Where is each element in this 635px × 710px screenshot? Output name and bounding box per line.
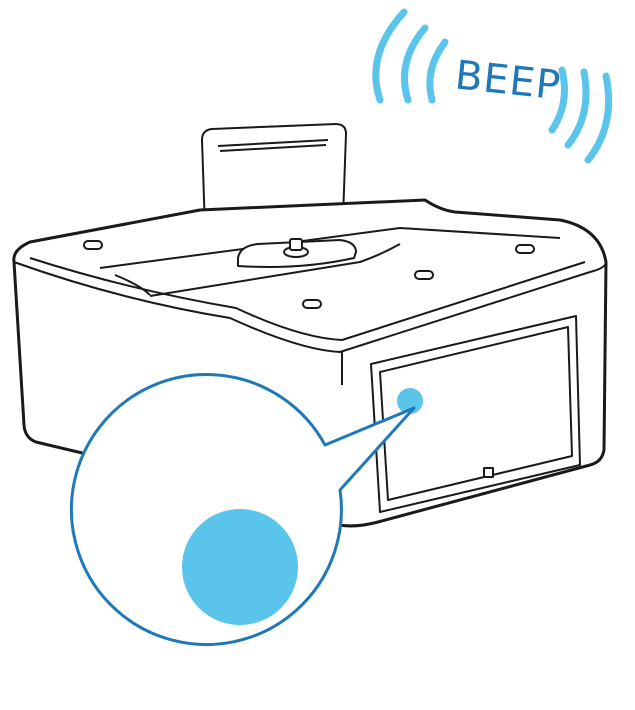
dock-stand-slot	[217, 139, 329, 147]
sound-wave-left-icon	[372, 8, 449, 104]
display-inner	[379, 326, 573, 501]
top-hole-front	[302, 299, 322, 309]
dock-stand-slot-lower	[219, 144, 327, 152]
speaker-top-groove-2	[149, 243, 401, 297]
top-hole-left	[83, 240, 103, 250]
sound-wave-right-icon	[548, 66, 613, 164]
speaker-lid-line	[29, 257, 586, 341]
top-hole-right	[515, 244, 535, 254]
beep-sound-group: BEEP	[372, 8, 613, 164]
callout-magnifier	[69, 373, 416, 647]
speaker-top-fold	[99, 227, 561, 269]
display-sensor	[483, 467, 494, 478]
indicator-light-magnified-icon	[182, 509, 298, 625]
beep-label: BEEP	[453, 52, 563, 109]
indicator-light-icon	[397, 388, 423, 414]
dock-connector-pin	[289, 238, 303, 251]
speaker-top-edge	[13, 261, 607, 353]
speaker-top-groove	[114, 274, 151, 296]
top-hole-center	[414, 270, 434, 280]
